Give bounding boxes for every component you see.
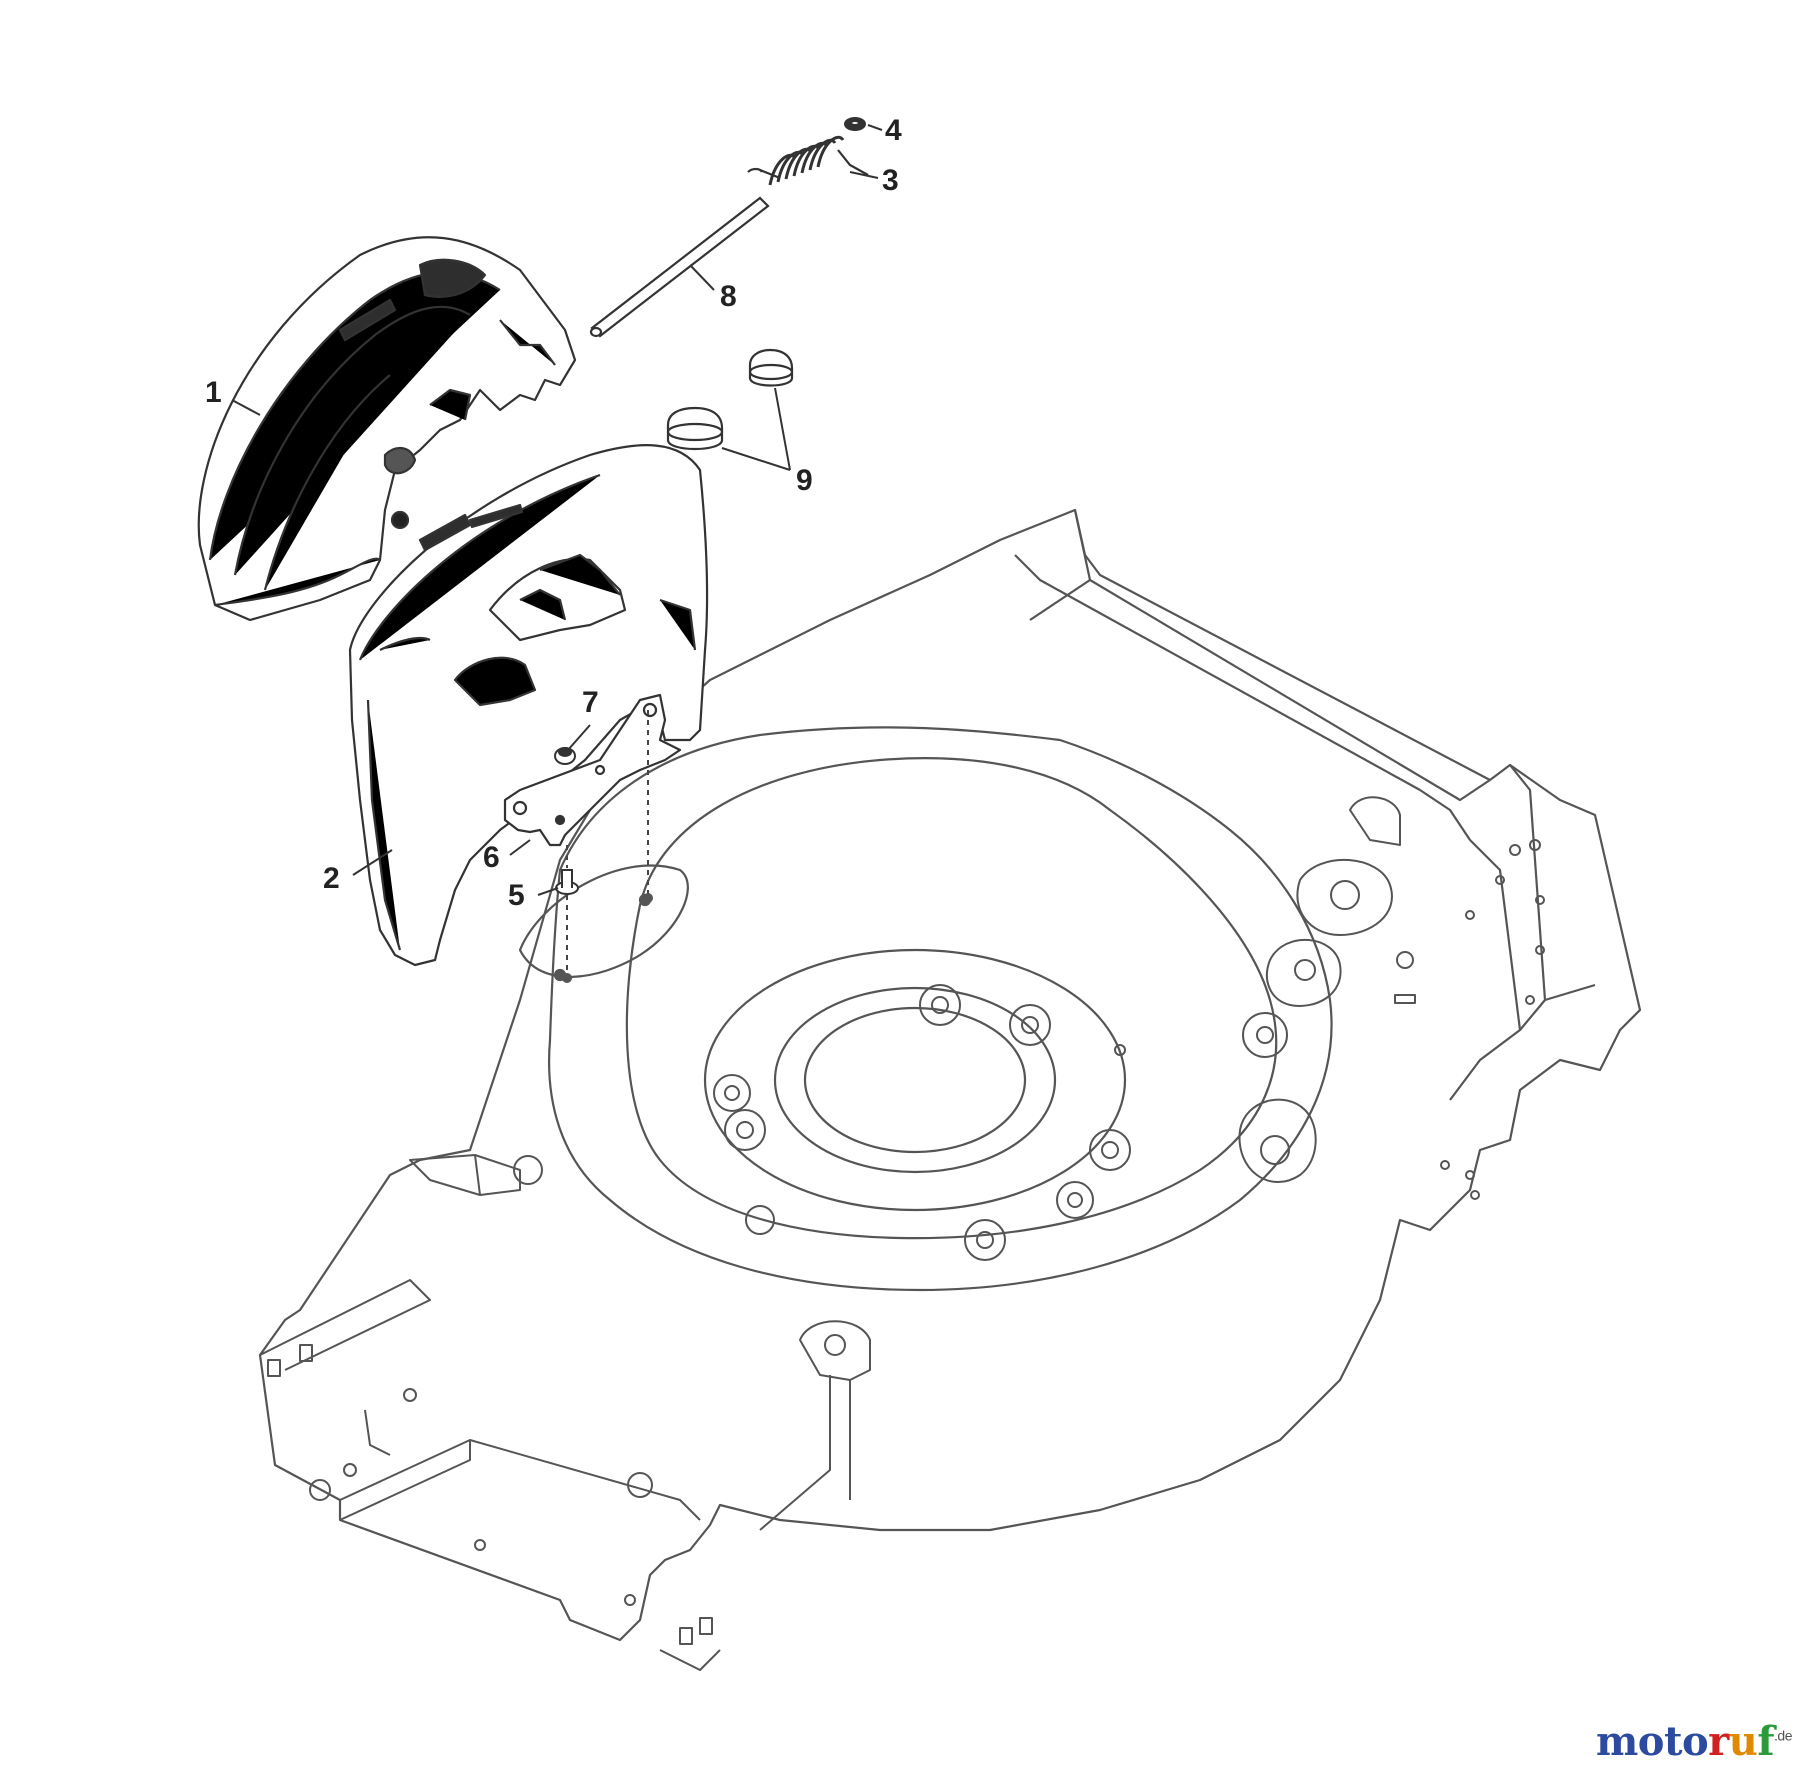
assembly-dashed-lines: [566, 710, 649, 975]
logo-suffix: .de: [1774, 1727, 1792, 1744]
part-1-rear-cover: [197, 236, 577, 622]
part-8-rod: [589, 196, 770, 338]
callout-6: 6: [483, 841, 500, 874]
hole-right: [643, 893, 653, 903]
logo-letter: t: [1663, 1718, 1682, 1765]
callout-5: 5: [508, 879, 525, 912]
callout-9: 9: [796, 464, 813, 497]
part-7-nut: [554, 747, 576, 765]
hole-left: [562, 973, 572, 983]
logo-letter: o: [1681, 1718, 1709, 1765]
leader-lines: [231, 124, 883, 896]
logo-letter: f: [1757, 1718, 1775, 1765]
callout-8: 8: [720, 280, 737, 313]
logo-letter: o: [1637, 1718, 1665, 1765]
callout-7: 7: [582, 686, 599, 719]
callout-3: 3: [882, 164, 899, 197]
part-5-screw: [555, 869, 579, 895]
logo-letter: m: [1595, 1718, 1638, 1765]
callout-2: 2: [323, 862, 340, 895]
motoruf-logo: motoruf.de: [1595, 1718, 1793, 1765]
part-9-caps: [666, 348, 794, 450]
logo-letter: u: [1728, 1718, 1758, 1765]
callout-4: 4: [885, 114, 902, 147]
part-3-spring: [747, 135, 869, 186]
logo-letter: r: [1708, 1718, 1729, 1765]
part-4-washer: [844, 117, 866, 131]
callout-1: 1: [205, 376, 222, 409]
